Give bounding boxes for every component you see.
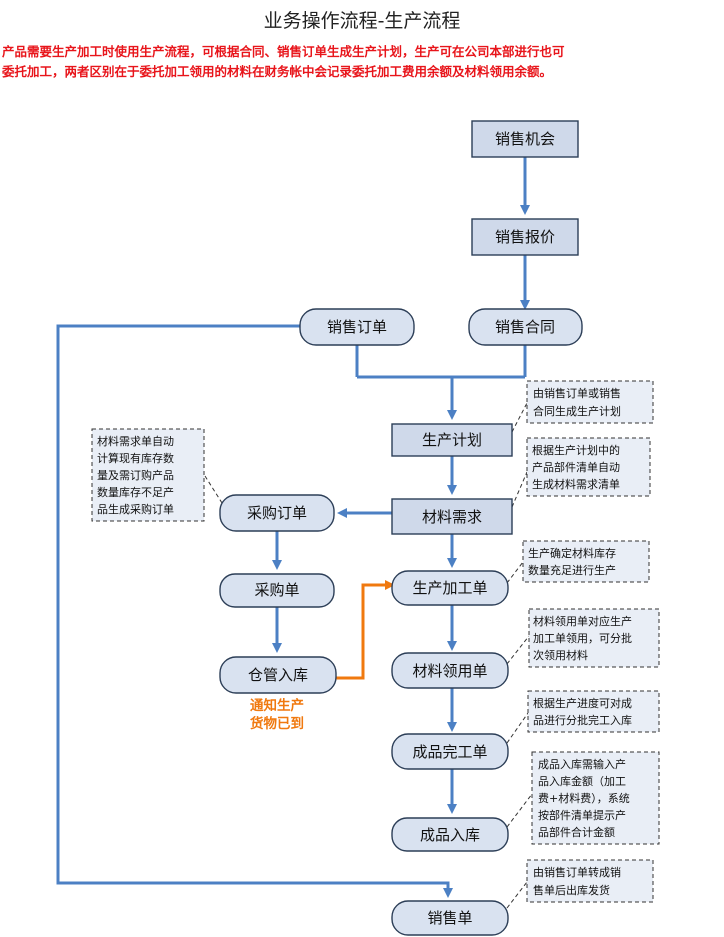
node-production-work-order: 生产加工单: [391, 570, 509, 606]
node-sales-delivery: 销售单: [391, 900, 509, 936]
note-storage-line-4: 按部件清单提示产: [538, 808, 626, 822]
node-finished-completion: 成品完工单: [391, 733, 509, 770]
note-completion-line-2: 品进行分批完工入库: [533, 713, 632, 727]
note-delivery-line-1: 由销售订单转成销: [533, 865, 621, 879]
note-purchase-line-3: 量及需订购产品: [97, 468, 174, 482]
note-leaders: [204, 402, 533, 909]
note-demand-line-2: 产品部件清单自动: [532, 460, 620, 474]
intro-line-2: 委托加工，两者区别在于委托加工领用的材料在财务帐中会记录委托加工费用余额及材料领…: [2, 64, 553, 79]
arrow-warehouse-to-work-order: [336, 580, 395, 680]
leader-delivery: [506, 881, 528, 909]
page-title: 业务操作流程-生产流程: [263, 10, 461, 32]
node-sales-order: 销售订单: [299, 308, 415, 346]
leader-work-order: [506, 561, 524, 584]
note-demand-line-1: 根据生产计划中的: [532, 443, 620, 457]
node-production-plan: 生产计划: [391, 423, 513, 457]
arrow-order-to-delivery: [56, 324, 453, 898]
note-storage-line-3: 费+材料费），系统: [538, 791, 630, 805]
note-storage-line-2: 品入库金额（加工: [538, 774, 626, 788]
note-plan: 由销售订单或销售 合同生成生产计划: [526, 380, 654, 424]
note-storage-line-1: 成品入库需输入产: [538, 757, 626, 771]
node-finished-storage: 成品入库: [391, 817, 509, 852]
node-sales-order-label: 销售订单: [327, 318, 387, 336]
node-purchase-receipt: 采购单: [219, 573, 335, 608]
note-completion: 根据生产进度可对成 品进行分批完工入库: [527, 690, 660, 733]
note-work-order-line-1: 生产确定材料库存: [528, 546, 616, 560]
node-production-work-order-label: 生产加工单: [412, 579, 487, 597]
node-material-demand-label: 材料需求: [422, 508, 482, 526]
node-production-plan-label: 生产计划: [422, 431, 482, 449]
leader-storage: [506, 793, 533, 828]
note-storage: 成品入库需输入产 品入库金额（加工 费+材料费），系统 按部件清单提示产 品部件…: [531, 751, 660, 845]
node-sales-quote-label: 销售报价: [495, 228, 555, 246]
node-material-requisition-label: 材料领用单: [412, 662, 487, 680]
leader-requisition: [506, 635, 530, 665]
node-sales-quote: 销售报价: [471, 218, 579, 256]
node-sales-contract: 销售合同: [468, 308, 583, 346]
node-finished-storage-label: 成品入库: [420, 826, 480, 844]
node-warehouse-in-label: 仓管入库: [248, 666, 308, 684]
node-sales-opportunity-label: 销售机会: [495, 130, 555, 148]
flow-connectors: [56, 157, 530, 898]
leader-completion: [506, 712, 529, 744]
note-delivery-line-2: 售单后出库发货: [533, 883, 610, 897]
note-work-order: 生产确定材料库存 数量充足进行生产: [522, 540, 650, 583]
note-purchase-line-2: 计算现有库存数: [97, 451, 174, 465]
notify-text-line-2: 货物已到: [249, 715, 304, 732]
node-purchase-order-label: 采购订单: [247, 504, 307, 522]
note-storage-line-5: 品部件合计金额: [538, 825, 615, 839]
note-requisition-line-1: 材料领用单对应生产: [533, 614, 632, 628]
node-sales-opportunity: 销售机会: [471, 120, 579, 158]
node-material-demand: 材料需求: [391, 498, 513, 535]
node-sales-delivery-label: 销售单: [427, 909, 472, 927]
node-purchase-receipt-label: 采购单: [254, 581, 299, 599]
note-plan-line-1: 由销售订单或销售: [533, 386, 621, 400]
note-work-order-line-2: 数量充足进行生产: [528, 563, 616, 577]
note-requisition-line-3: 次领用材料: [533, 648, 588, 662]
intro-line-1: 产品需要生产加工时使用生产流程，可根据合同、销售订单生成生产计划，生产可在公司本…: [2, 44, 565, 59]
note-demand-line-3: 生成材料需求清单: [532, 477, 620, 491]
note-purchase-line-1: 材料需求单自动: [97, 434, 174, 448]
note-completion-line-1: 根据生产进度可对成: [533, 696, 632, 710]
note-plan-line-2: 合同生成生产计划: [533, 404, 621, 418]
node-purchase-order: 采购订单: [219, 494, 335, 532]
note-requisition-line-2: 加工单领用，可分批: [533, 631, 632, 645]
leader-plan: [511, 402, 528, 433]
notify-text-line-1: 通知生产: [250, 697, 304, 714]
note-delivery: 由销售订单转成销 售单后出库发货: [526, 859, 654, 903]
leader-demand: [511, 471, 528, 508]
note-demand: 根据生产计划中的 产品部件清单自动 生成材料需求清单: [526, 437, 651, 497]
note-requisition: 材料领用单对应生产 加工单领用，可分批 次领用材料: [528, 608, 660, 668]
node-warehouse-in: 仓管入库: [219, 656, 337, 694]
note-purchase-line-4: 数量库存不足产: [97, 485, 174, 499]
note-purchase: 材料需求单自动 计算现有库存数 量及需订购产品 数量库存不足产 品生成采购订单: [91, 428, 205, 522]
node-material-requisition: 材料领用单: [391, 652, 509, 689]
leader-purchase: [204, 475, 223, 504]
intro-text: 产品需要生产加工时使用生产流程，可根据合同、销售订单生成生产计划，生产可在公司本…: [2, 42, 724, 82]
note-purchase-line-5: 品生成采购订单: [97, 502, 174, 516]
node-sales-contract-label: 销售合同: [495, 318, 555, 336]
node-finished-completion-label: 成品完工单: [412, 743, 487, 761]
